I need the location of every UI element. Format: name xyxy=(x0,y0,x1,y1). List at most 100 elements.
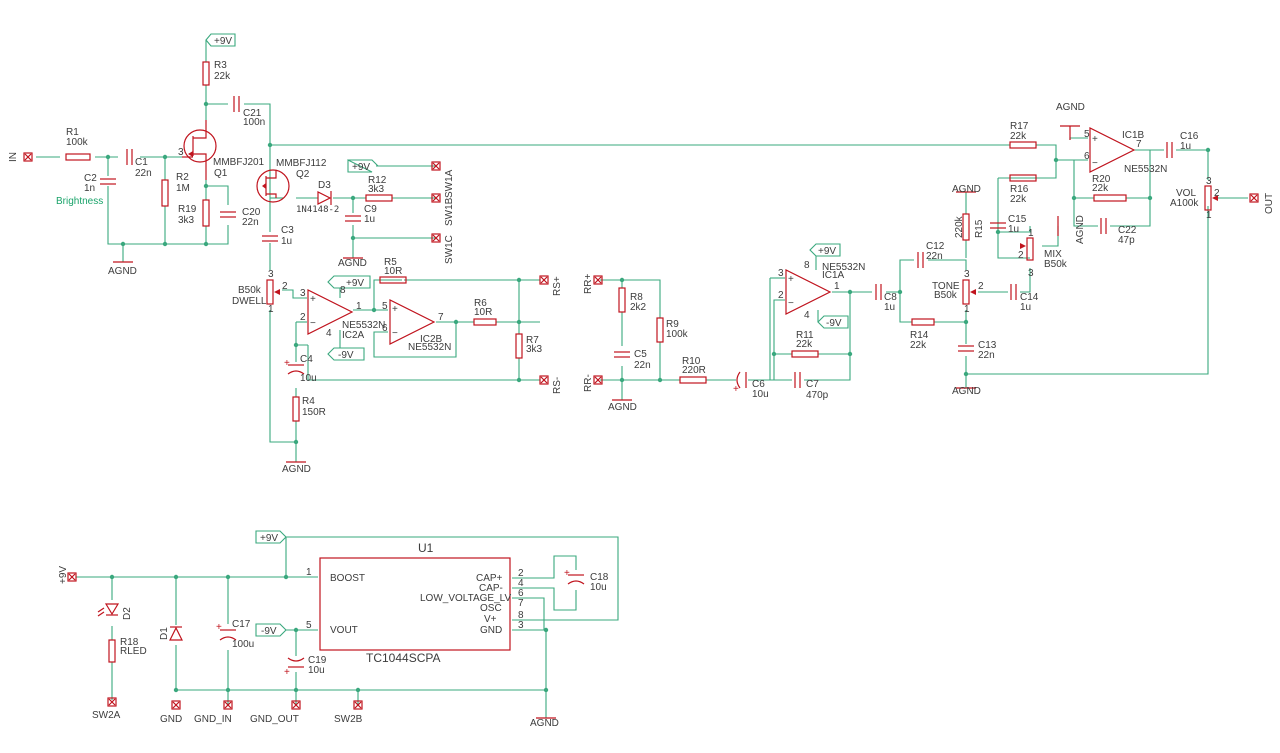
pot-mix[interactable]: MIX B50k xyxy=(1020,237,1068,270)
terminal-sw1c[interactable]: SW1C xyxy=(431,233,455,264)
svg-text:220R: 220R xyxy=(682,365,706,376)
capacitor-c14[interactable]: C14 1u xyxy=(1010,284,1039,313)
opamp-ic1a[interactable]: +− IC1A NE5532N xyxy=(785,262,865,315)
capacitor-c12[interactable]: C12 22n xyxy=(917,241,945,268)
wires xyxy=(36,40,1248,718)
opamp-ic1b[interactable]: +− IC1B NE5532N xyxy=(1089,127,1167,175)
jfet-q2[interactable]: Q2 MMBFJ112 xyxy=(256,158,327,203)
resistor-r1[interactable]: R1 100k xyxy=(65,127,91,161)
svg-text:22n: 22n xyxy=(242,217,259,228)
svg-text:R8: R8 xyxy=(630,292,643,303)
diode-d1[interactable]: D1 xyxy=(159,626,183,641)
terminal-sw2a[interactable]: SW2A xyxy=(92,697,121,721)
diode-d3[interactable]: D3 1N4148-2 xyxy=(296,180,339,215)
resistor-r6[interactable]: R6 10R xyxy=(473,298,497,326)
agnd-symbols: AGND AGND AGND AGND AGND AGND AGND AGND … xyxy=(108,102,1086,729)
terminal-in[interactable]: IN xyxy=(8,152,33,162)
resistor-r15[interactable]: R15 220k xyxy=(954,213,985,241)
svg-text:+9V: +9V xyxy=(58,566,69,584)
capacitor-c9[interactable]: C9 1u xyxy=(345,204,377,225)
svg-text:RS-: RS- xyxy=(552,377,563,394)
resistor-r7[interactable]: R7 3k3 xyxy=(515,333,543,359)
capacitor-c15[interactable]: C15 1u xyxy=(990,214,1027,235)
capacitor-c4[interactable]: + C4 10u xyxy=(284,354,317,384)
pot-vol[interactable]: VOL A100k xyxy=(1170,185,1218,211)
svg-text:1n: 1n xyxy=(84,183,95,194)
terminal-rr-plus[interactable]: RR+ xyxy=(583,274,603,294)
resistor-r16[interactable]: R16 22k xyxy=(1009,174,1037,205)
terminal-sw1b[interactable]: SW1B xyxy=(431,193,455,226)
svg-text:1: 1 xyxy=(268,304,274,315)
resistor-r10[interactable]: R10 220R xyxy=(679,356,707,384)
svg-text:1M: 1M xyxy=(176,183,190,194)
svg-text:GND: GND xyxy=(480,625,502,636)
terminal-out[interactable]: OUT xyxy=(1249,193,1275,214)
resistor-r2[interactable]: R2 1M xyxy=(161,172,190,207)
terminal-gnd[interactable]: GND xyxy=(160,700,182,725)
capacitor-c16[interactable]: C16 1u xyxy=(1166,131,1199,158)
resistor-r17[interactable]: R17 22k xyxy=(1009,121,1037,149)
resistor-r5[interactable]: R5 10R xyxy=(379,257,407,284)
capacitor-c21[interactable]: C21 100n xyxy=(233,96,265,128)
jfet-q1[interactable]: Q1 MMBFJ201 3 xyxy=(178,120,265,180)
svg-text:22n: 22n xyxy=(926,251,943,262)
terminal-sw1a[interactable]: SW1A xyxy=(431,161,455,198)
led-d2[interactable]: D2 xyxy=(97,603,133,620)
resistor-r19[interactable]: R19 3k3 xyxy=(178,199,210,227)
ic-u1[interactable]: U1 TC1044SCPA 1 BOOST 5 VOUT 2 CAP+ 4 CA… xyxy=(306,541,524,665)
resistor-r3[interactable]: R3 22k xyxy=(202,60,231,86)
resistor-r11[interactable]: R11 22k xyxy=(791,330,819,358)
capacitor-c2[interactable]: C2 1n xyxy=(84,173,116,194)
svg-text:VOUT: VOUT xyxy=(330,625,358,636)
svg-text:C9: C9 xyxy=(364,204,377,215)
svg-text:3: 3 xyxy=(518,620,524,631)
terminal-rs-plus[interactable]: RS+ xyxy=(539,275,563,296)
svg-text:7: 7 xyxy=(518,598,524,609)
svg-text:470p: 470p xyxy=(806,390,829,401)
opamp-ic2b[interactable]: +− IC2B NE5532N xyxy=(389,299,451,353)
svg-text:C12: C12 xyxy=(926,241,945,252)
svg-text:1u: 1u xyxy=(884,302,895,313)
resistor-r4[interactable]: R4 150R xyxy=(292,396,326,422)
capacitor-c17[interactable]: + C17 100u xyxy=(216,619,254,650)
svg-text:U1: U1 xyxy=(418,541,434,555)
terminal-p9v[interactable]: +9V xyxy=(58,566,77,584)
pot-dwell[interactable]: B50k DWELL xyxy=(232,279,280,307)
svg-text:SW1B: SW1B xyxy=(444,197,455,226)
svg-text:DWELL: DWELL xyxy=(232,296,267,307)
svg-text:C20: C20 xyxy=(242,207,261,218)
svg-text:2: 2 xyxy=(282,281,288,292)
resistor-r8[interactable]: R8 2k2 xyxy=(618,287,647,313)
terminal-rr-minus[interactable]: RR- xyxy=(583,374,603,392)
pot-tone[interactable]: TONE B50k xyxy=(932,279,976,305)
capacitor-c22[interactable]: C22 47p xyxy=(1100,218,1137,246)
capacitor-c18[interactable]: + C18 10u xyxy=(564,568,609,593)
capacitor-c8[interactable]: C8 1u xyxy=(875,284,897,313)
capacitor-c3[interactable]: C3 1u xyxy=(262,225,294,247)
svg-text:8: 8 xyxy=(518,610,524,621)
capacitor-c20[interactable]: C20 22n xyxy=(220,207,261,228)
capacitor-c1[interactable]: C1 22n xyxy=(126,149,152,179)
resistor-r20[interactable]: R20 22k xyxy=(1092,174,1127,202)
terminal-sw2b[interactable]: SW2B xyxy=(334,700,363,725)
svg-text:VOL: VOL xyxy=(1176,188,1196,199)
opamp-ic2a[interactable]: +− IC2A NE5532N xyxy=(307,289,385,341)
capacitor-c5[interactable]: C5 22n xyxy=(614,349,651,371)
terminal-gnd-in[interactable]: GND_IN xyxy=(194,700,233,725)
resistor-r12[interactable]: R12 3k3 xyxy=(365,175,393,202)
terminal-gnd-out[interactable]: GND_OUT xyxy=(250,700,301,725)
capacitor-c6[interactable]: + C6 10u xyxy=(733,371,769,400)
resistor-r14[interactable]: R14 22k xyxy=(910,318,935,351)
svg-text:R6: R6 xyxy=(474,298,487,309)
capacitor-c19[interactable]: + C19 10u xyxy=(284,655,327,678)
resistor-r9[interactable]: R9 100k xyxy=(656,317,689,343)
svg-text:AGND: AGND xyxy=(108,266,137,277)
resistor-r18[interactable]: R18 RLED xyxy=(108,637,147,663)
terminal-rs-minus[interactable]: RS- xyxy=(539,375,563,394)
svg-text:AGND: AGND xyxy=(952,386,981,397)
svg-text:MMBFJ112: MMBFJ112 xyxy=(276,158,327,169)
svg-text:2: 2 xyxy=(978,281,984,292)
capacitor-c7[interactable]: C7 470p xyxy=(794,372,829,401)
svg-text:C1: C1 xyxy=(135,157,148,168)
capacitor-c13[interactable]: C13 22n xyxy=(958,340,997,361)
